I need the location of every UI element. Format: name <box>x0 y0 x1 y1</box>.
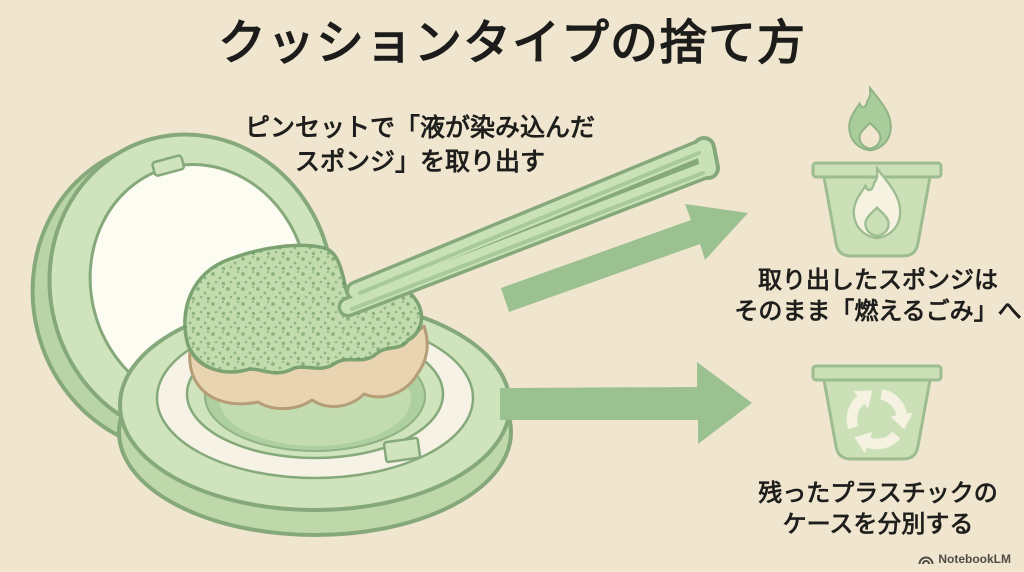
step1-label-line-1: 取り出したスポンジは <box>758 267 998 294</box>
flame-icon <box>848 87 892 152</box>
tweezers <box>337 136 720 318</box>
caption-line-2: スポンジ」を取り出す <box>294 148 545 176</box>
caption-line-1: ピンセットで「液が染み込んだ <box>244 114 595 142</box>
sponge <box>183 243 429 410</box>
arrow-to-burnable-icon <box>501 204 748 312</box>
step2-label-line-2: ケースを分別する <box>782 511 974 538</box>
step1-label: 取り出したスポンジは そのまま「燃えるごみ」へ <box>726 265 1024 327</box>
recycle-bin-icon <box>811 364 943 462</box>
watermark: NotebookLM <box>918 552 1011 566</box>
illustration-caption: ピンセットで「液が染み込んだ スポンジ」を取り出す <box>238 111 602 179</box>
notebooklm-logo-icon <box>918 556 934 564</box>
page-title: クッションタイプの捨て方 <box>217 17 806 70</box>
watermark-text: NotebookLM <box>938 552 1011 566</box>
step2-label: 残ったプラスチックの ケースを分別する <box>726 478 1024 540</box>
base-latch <box>382 436 422 464</box>
step1-label-line-2: そのまま「燃えるごみ」へ <box>734 298 1022 325</box>
burnable-bin-icon <box>811 161 943 258</box>
step2-label-line-1: 残ったプラスチックの <box>758 480 998 507</box>
lid-clasp-tab <box>151 154 186 177</box>
arrow-to-recycle-icon <box>500 362 752 444</box>
